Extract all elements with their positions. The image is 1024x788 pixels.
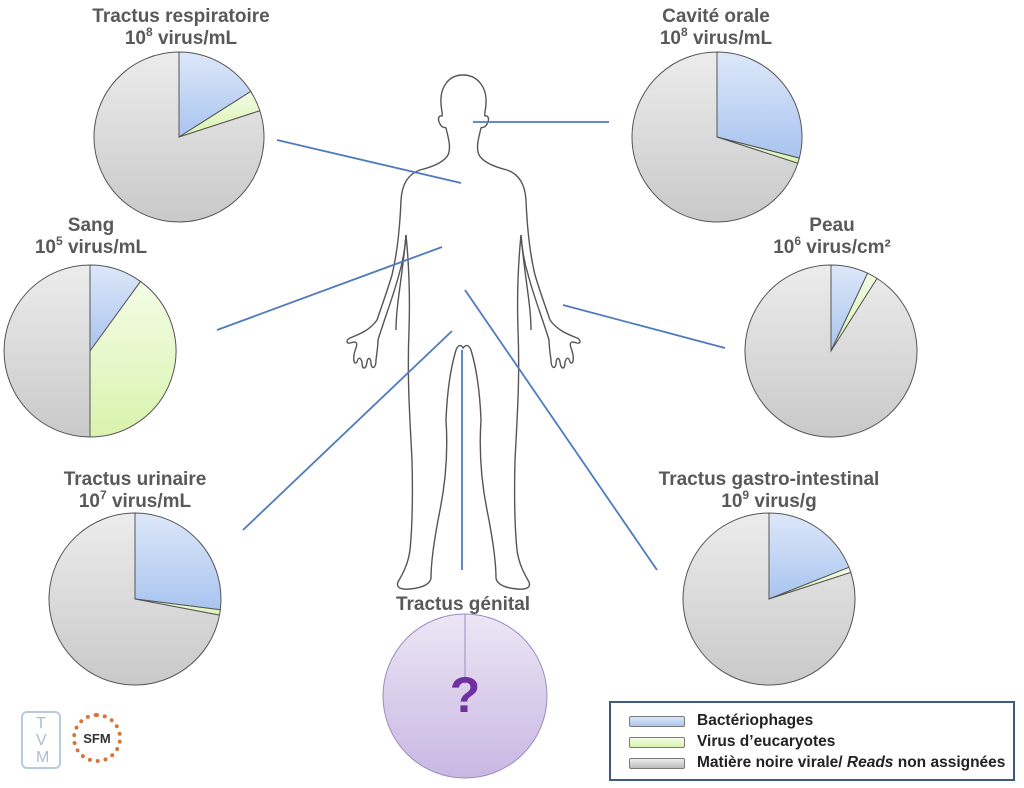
pie-genital	[382, 613, 548, 779]
site-name: Tractus génital	[395, 594, 531, 615]
pie-oral	[631, 51, 803, 223]
viral-load: 106 virus/cm²	[773, 233, 891, 258]
pie-blood	[3, 264, 177, 438]
legend-label: Bactériophages	[697, 712, 814, 729]
connector-line	[216, 246, 443, 331]
label-gastro: Tractus gastro-intestinal 109 virus/g	[659, 469, 880, 513]
connector-line	[242, 330, 453, 531]
label-oral: Cavité orale 108 virus/mL	[660, 6, 772, 50]
viral-load: 108 virus/mL	[659, 24, 773, 49]
connector-line	[464, 289, 658, 571]
site-name: Cavité orale	[662, 6, 770, 27]
pie-slice-bacteriophages	[134, 512, 222, 611]
tvm-logo-text: TVM	[36, 715, 50, 766]
pie-skin	[744, 264, 918, 438]
legend-item-bacteriophages: Bactériophages	[629, 711, 813, 731]
pie-slice-bacteriophages	[716, 51, 803, 159]
legend-label: Matière noire virale/ Reads non assignée…	[697, 754, 1006, 771]
label-skin: Peau 106 virus/cm²	[773, 215, 891, 259]
tvm-logo: TVM	[21, 711, 61, 769]
unknown-question-mark: ?	[449, 667, 481, 723]
sfm-logo-text: SFM	[83, 730, 111, 746]
pie-urinary	[48, 512, 222, 686]
label-respiratory: Tractus respiratoire 108 virus/mL	[92, 6, 269, 50]
connector-lines	[216, 121, 726, 571]
site-name: Tractus urinaire	[63, 469, 207, 490]
legend-swatch-bacteriophages	[629, 715, 685, 727]
site-name: Sang	[67, 215, 115, 236]
site-name: Tractus gastro-intestinal	[658, 469, 880, 490]
pie-slice-dark-matter	[744, 264, 918, 438]
pie-slice-bacteriophages	[768, 512, 850, 600]
site-name: Tractus respiratoire	[92, 6, 270, 27]
viral-load: 105 virus/mL	[34, 233, 148, 258]
pie-gastro	[682, 512, 856, 686]
connector-line	[276, 139, 462, 184]
inner-arm-line	[520, 234, 532, 331]
pie-slice-bacteriophages	[178, 51, 252, 138]
pie-slice-dark-matter	[3, 264, 91, 438]
label-genital: Tractus génital	[396, 594, 530, 616]
viral-load: 107 virus/mL	[78, 487, 192, 512]
legend-label: Virus d’eucaryotes	[697, 733, 836, 750]
label-blood: Sang 105 virus/mL	[35, 215, 147, 259]
pie-slice-dark-matter	[682, 512, 856, 686]
viral-load: 109 virus/g	[721, 487, 817, 512]
legend-swatch-eukaryote-viruses	[629, 736, 685, 748]
pie-respiratory	[93, 51, 265, 223]
site-name: Peau	[809, 215, 855, 236]
legend-swatch-dark-matter	[629, 757, 685, 769]
pie-slice-dark-matter	[48, 512, 221, 686]
inner-leg-line	[395, 234, 407, 331]
pie-slice-dark-matter	[631, 51, 799, 223]
sfm-logo: SFM	[72, 713, 122, 763]
viral-load: 108 virus/mL	[124, 24, 238, 49]
pie-slice-dark-matter	[93, 51, 265, 223]
human-body-outline	[346, 74, 581, 590]
legend: Bactériophages Virus d’eucaryotes Matièr…	[609, 701, 1015, 781]
body-silhouette	[346, 74, 581, 590]
label-urinary: Tractus urinaire 107 virus/mL	[64, 469, 207, 513]
legend-item-eukaryote-viruses: Virus d’eucaryotes	[629, 732, 835, 752]
pie-charts	[3, 51, 918, 779]
pie-slice-eukaryote-viruses	[89, 280, 177, 438]
legend-item-dark-matter: Matière noire virale/ Reads non assignée…	[629, 753, 1005, 773]
connector-line	[562, 304, 726, 349]
